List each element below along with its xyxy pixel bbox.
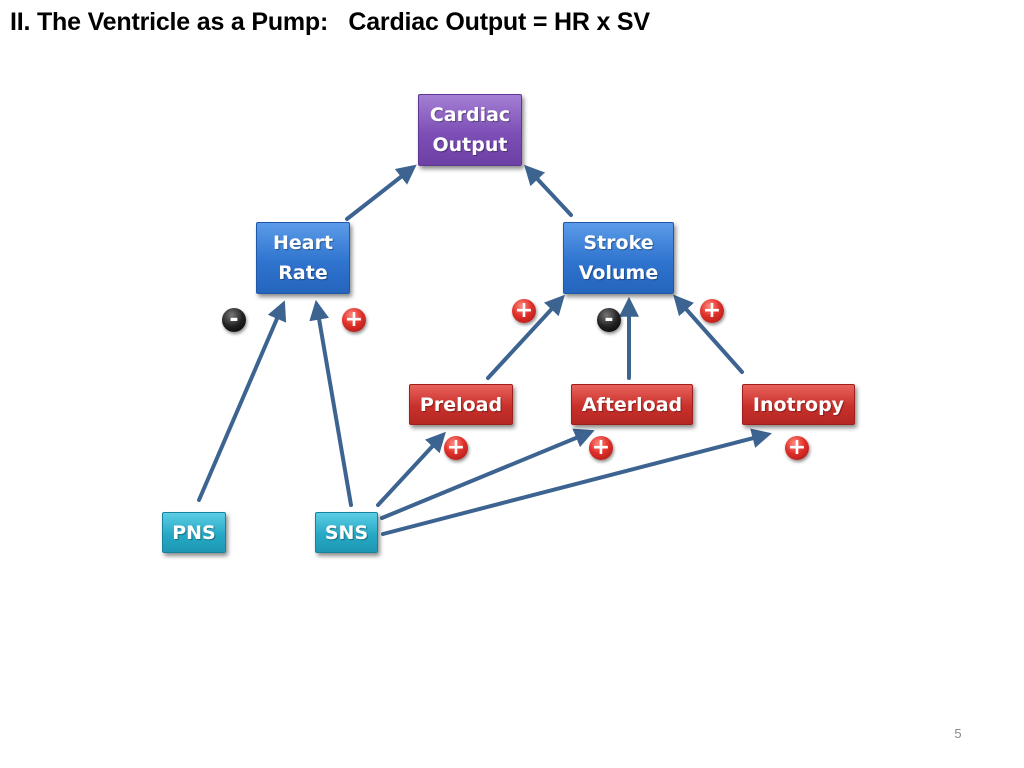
sns-inotropy-plus-sign: + xyxy=(785,436,809,460)
sns-box: SNS xyxy=(315,512,378,553)
stroke-volume-box: Stroke Volume xyxy=(563,222,674,294)
inotropy-stroke-volume-plus-sign: + xyxy=(700,299,724,323)
cardiac-output-box: Cardiac Output xyxy=(418,94,522,166)
preload-box: Preload xyxy=(409,384,513,425)
page-number: 5 xyxy=(954,726,962,741)
arrow-sns-to-afterload xyxy=(380,428,595,520)
arrow-pns-to-heart-rate xyxy=(197,300,287,502)
sns-preload-plus-sign: + xyxy=(444,436,468,460)
heart-rate-box: Heart Rate xyxy=(256,222,350,294)
pns-box: PNS xyxy=(162,512,226,553)
arrow-sns-to-inotropy xyxy=(381,428,772,536)
arrow-sns-to-preload xyxy=(376,431,446,507)
arrow-sns-to-heart-rate xyxy=(309,299,353,507)
arrow-heart-rate-to-cardiac-output xyxy=(345,164,417,221)
arrow-preload-to-stroke-volume xyxy=(486,294,565,380)
sns-heart-rate-plus-sign: + xyxy=(342,308,366,332)
afterload-box: Afterload xyxy=(571,384,693,425)
arrow-stroke-volume-to-cardiac-output xyxy=(524,164,573,217)
inotropy-box: Inotropy xyxy=(742,384,855,425)
slide-title: II. The Ventricle as a Pump: Cardiac Out… xyxy=(10,8,650,36)
afterload-stroke-volume-minus-sign: - xyxy=(597,308,621,332)
sns-afterload-plus-sign: + xyxy=(589,436,613,460)
pns-heart-rate-minus-sign: - xyxy=(222,308,246,332)
preload-stroke-volume-plus-sign: + xyxy=(512,299,536,323)
arrow-inotropy-to-stroke-volume xyxy=(673,294,744,374)
